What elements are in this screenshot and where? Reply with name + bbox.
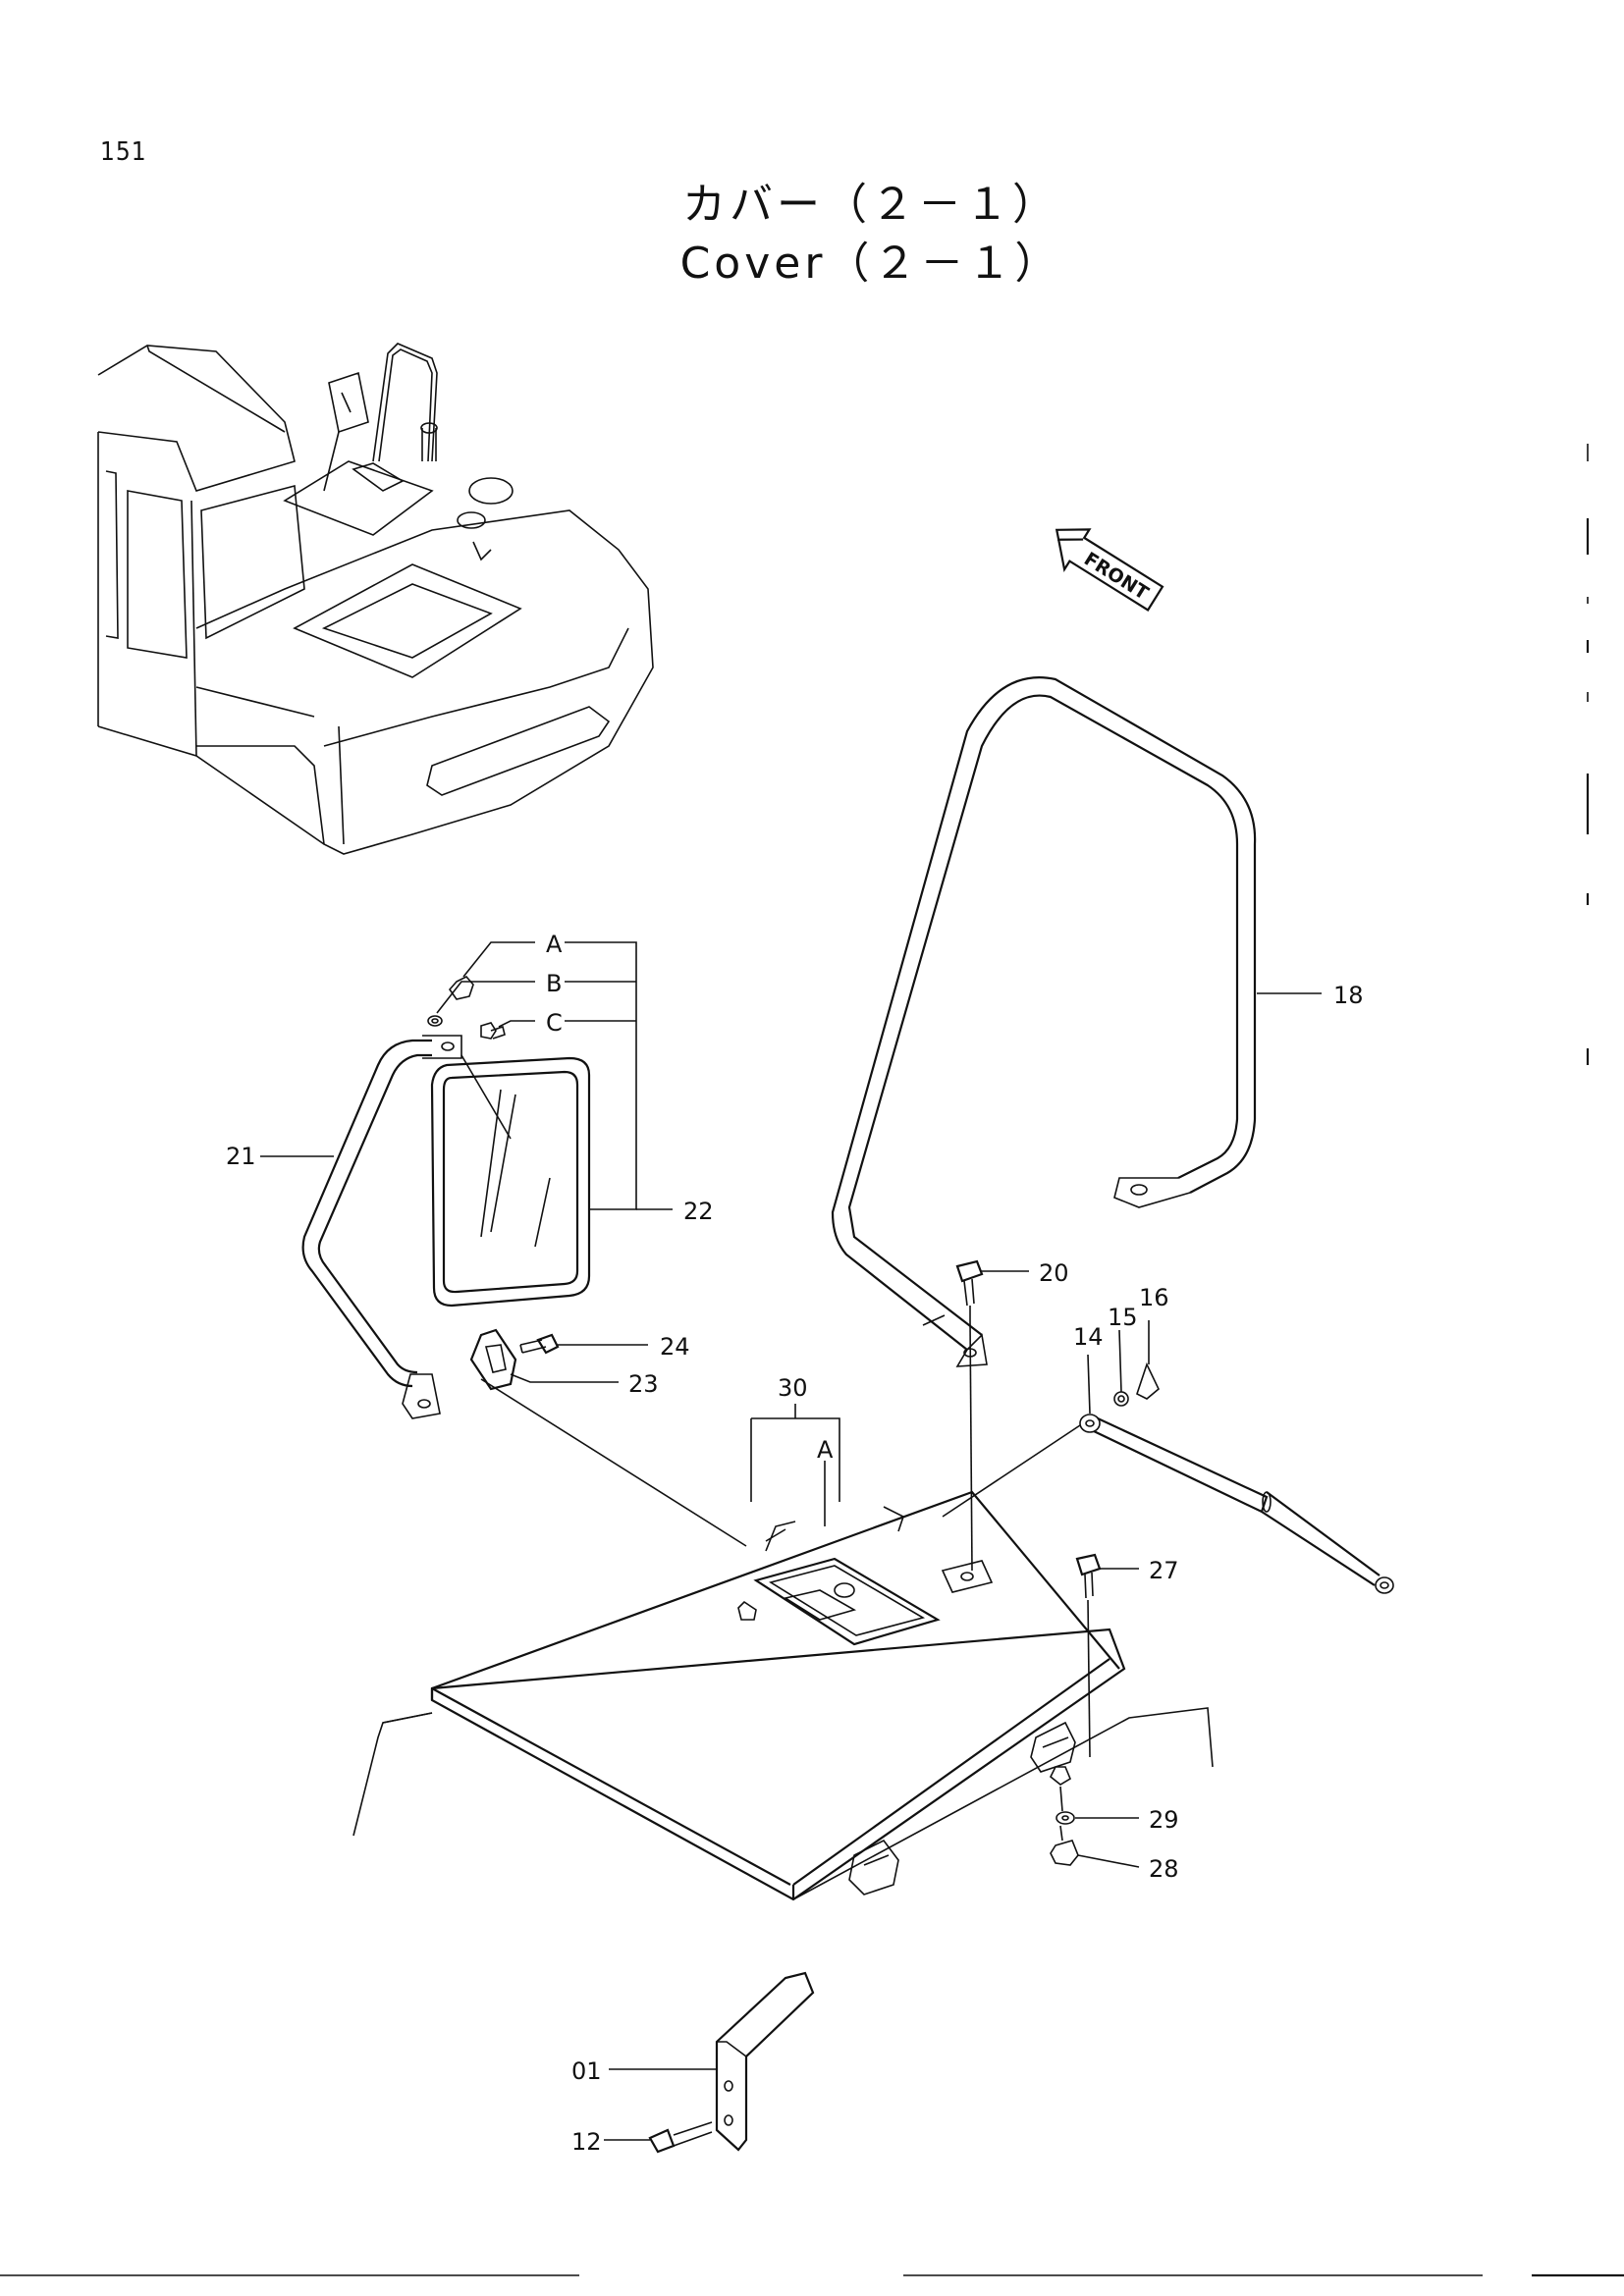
mirror-part-22 [430,1054,591,1308]
label-part-21: 21 [226,1143,256,1170]
label-sub-c: C [546,1009,563,1037]
bolt-part-27 [1075,1553,1102,1599]
leader-lines [260,941,1322,2141]
bolt-part-12 [648,2121,713,2154]
handrail-part-18 [831,676,1257,1367]
label-sub-b: B [546,970,562,997]
cover-panel [352,1490,1214,1901]
label-part-18: 18 [1333,982,1364,1009]
bracket-part-01 [715,1971,815,2152]
label-part-20: 20 [1039,1259,1069,1287]
bolt-part-24 [519,1333,560,1355]
label-part-27: 27 [1149,1557,1179,1584]
label-sub-a-latch: A [817,1436,834,1464]
label-part-12: 12 [571,2128,602,2156]
label-part-15: 15 [1108,1304,1138,1331]
bracket-part-23 [469,1328,517,1391]
machine-overview [97,343,654,855]
page-number: 151 [100,137,147,167]
title-english: Cover（２－１） [679,239,1062,289]
label-part-14: 14 [1073,1323,1104,1351]
label-part-01: 01 [571,2057,602,2085]
fasteners-abc [427,976,506,1040]
gas-strut [1079,1362,1394,1594]
title-japanese: カバー（２－１） [682,180,1059,230]
part-labels: A B C 21 22 18 20 24 23 30 A 14 15 16 27… [226,931,1364,2156]
washer-nut-28-29 [1049,1766,1079,1866]
label-part-24: 24 [660,1333,690,1361]
label-part-16: 16 [1139,1284,1169,1311]
label-sub-a: A [546,931,563,958]
label-part-30: 30 [778,1374,808,1402]
label-part-23: 23 [628,1370,659,1398]
label-part-28: 28 [1149,1855,1179,1883]
bolt-part-20 [955,1259,984,1320]
label-part-22: 22 [683,1198,714,1225]
label-part-29: 29 [1149,1806,1179,1834]
front-direction-arrow: FRONT [1055,528,1164,612]
handrail-part-21 [301,1035,462,1419]
